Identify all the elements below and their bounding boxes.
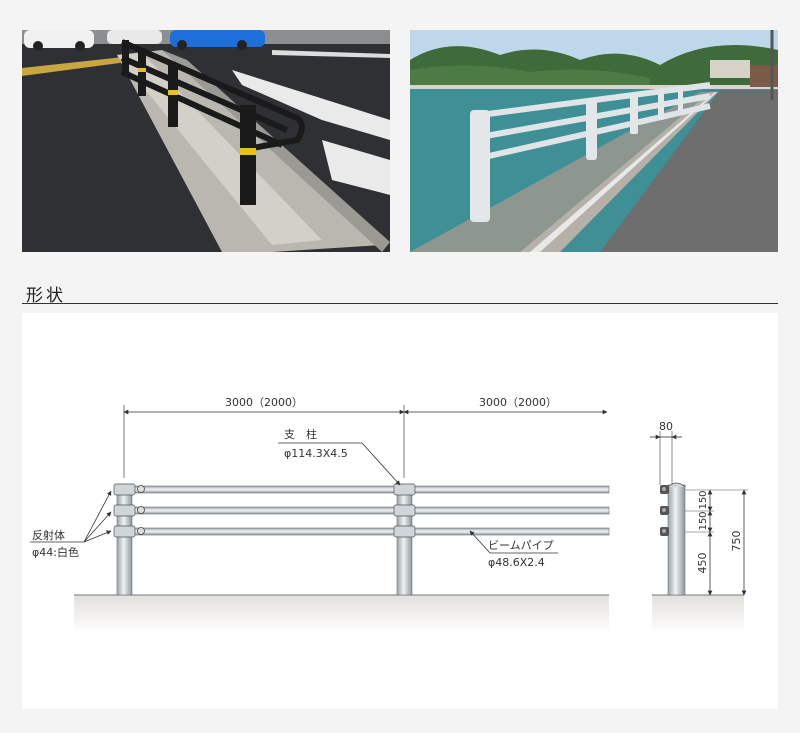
reflector-spec: φ44:白色 [32,545,79,559]
post-label: 支 柱 [284,427,317,441]
reflector-label: 反射体 [32,528,65,542]
side-h-150a: 150 [698,490,709,509]
ground-side [652,595,744,633]
section-title: 形状 [26,286,66,306]
beam-pipe-bottom [123,527,610,536]
span-right-label: 3000（2000） [479,396,557,409]
side-h-750: 750 [730,531,743,552]
post-spec: φ114.3X4.5 [284,447,348,460]
ground-front [74,595,609,633]
side-width-label: 80 [659,420,673,433]
post-middle [396,484,413,596]
photo-white-guardrail-seaside [410,30,778,252]
beam-pipe-top [123,485,610,494]
side-post [667,484,686,596]
beam-pipe-middle [123,506,610,515]
post-left [116,484,133,596]
side-h-450: 450 [696,553,709,574]
photo-black-guardrail [22,30,390,252]
beam-spec: φ48.6X2.4 [488,556,545,569]
beam-label: ビームパイプ [488,539,554,552]
span-left-label: 3000（2000） [225,396,303,409]
section-divider [22,303,778,304]
brackets-middle [393,483,416,538]
side-h-150b: 150 [698,511,709,530]
guardrail-diagram: 3000（2000） 3000（2000） 支 柱 φ114.3X4.5 [22,313,778,709]
reflector-brackets-left [113,483,145,538]
side-view: 80 150 150 450 750 [650,420,748,596]
